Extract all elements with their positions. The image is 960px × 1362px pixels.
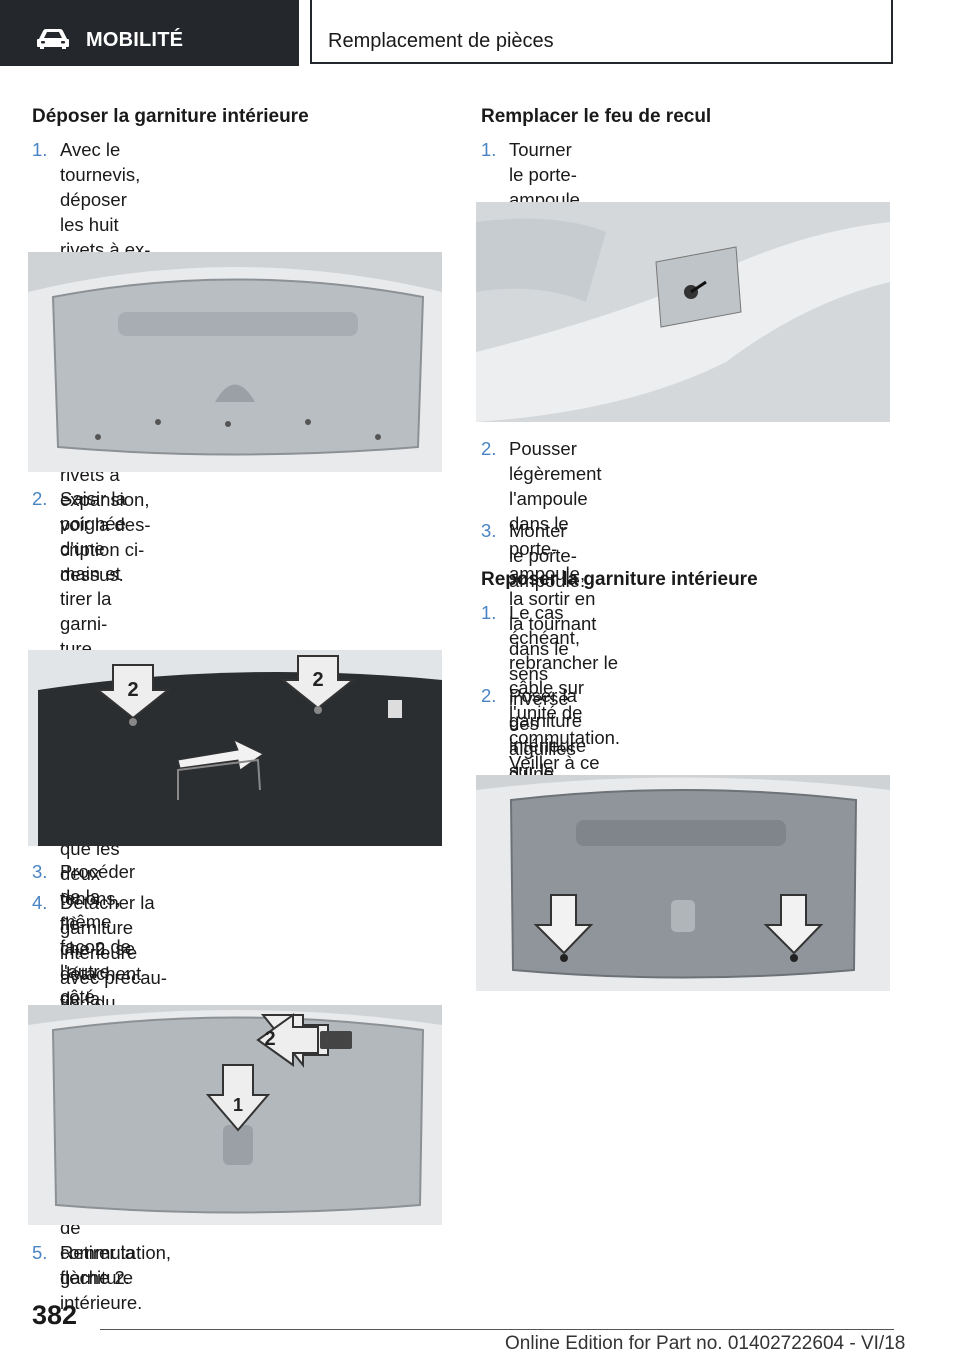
step-number: 2. — [32, 488, 48, 509]
step-text: Retirer la garniture intérieure. — [60, 1242, 143, 1313]
heading-remove-trim: Déposer la garniture intérieure — [32, 106, 309, 127]
step-number: 1. — [481, 602, 497, 623]
step-text: Monter le porte-ampoule. — [509, 520, 586, 591]
chapter-box: Remplacement de pièces — [310, 0, 893, 64]
section-tab: MOBILITÉ — [0, 0, 299, 66]
figure-bulb-holder — [476, 202, 890, 422]
step-number: 1. — [32, 139, 48, 160]
arrow-label-2: 2 — [264, 1028, 275, 1050]
heading-reinstall-trim: Reposer la garniture intérieure — [481, 569, 758, 590]
car-icon — [37, 29, 69, 49]
step-number: 3. — [32, 861, 48, 882]
step-number: 3. — [481, 520, 497, 541]
section-title: MOBILITÉ — [86, 29, 184, 51]
step-number: 2. — [481, 438, 497, 459]
arrow-label-2: 2 — [127, 679, 138, 701]
figure-trim-removal-arrows: 2 1 — [28, 1005, 442, 1225]
chapter-title: Remplacement de pièces — [328, 30, 554, 52]
step-text: Procéder de la même façon de l'autre côt… — [60, 861, 136, 1007]
figure-install-rivets — [476, 775, 890, 991]
step-number: 2. — [481, 685, 497, 706]
step-number: 5. — [32, 1242, 48, 1263]
footer-edition: Online Edition for Part no. 01402722604 … — [505, 1333, 906, 1354]
page-number: 382 — [32, 1300, 78, 1330]
arrow-label-2b: 2 — [312, 669, 323, 691]
figure-trunk-lid-trim — [28, 252, 442, 472]
arrow-label-1: 1 — [233, 1095, 243, 1115]
heading-replace-reverse-light: Remplacer le feu de recul — [481, 106, 712, 127]
footer-rule — [100, 1329, 894, 1330]
step-number: 4. — [32, 892, 48, 913]
figure-trim-detach-tenons: 2 2 — [28, 650, 442, 846]
step-number: 1. — [481, 139, 497, 160]
